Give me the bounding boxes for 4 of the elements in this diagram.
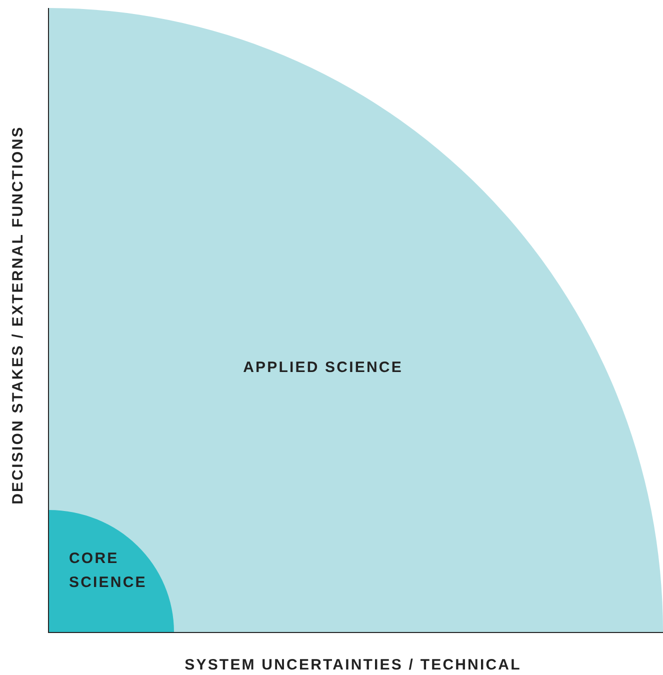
- axis-title: SYSTEM UNCERTAINTIES / TECHNICAL: [184, 656, 522, 674]
- region-label: APPLIED SCIENCE: [242, 358, 404, 378]
- region-label: CORE SCIENCE: [69, 549, 148, 593]
- axis-title: DECISION STAKES / EXTERNAL FUNCTIONS: [10, 126, 26, 504]
